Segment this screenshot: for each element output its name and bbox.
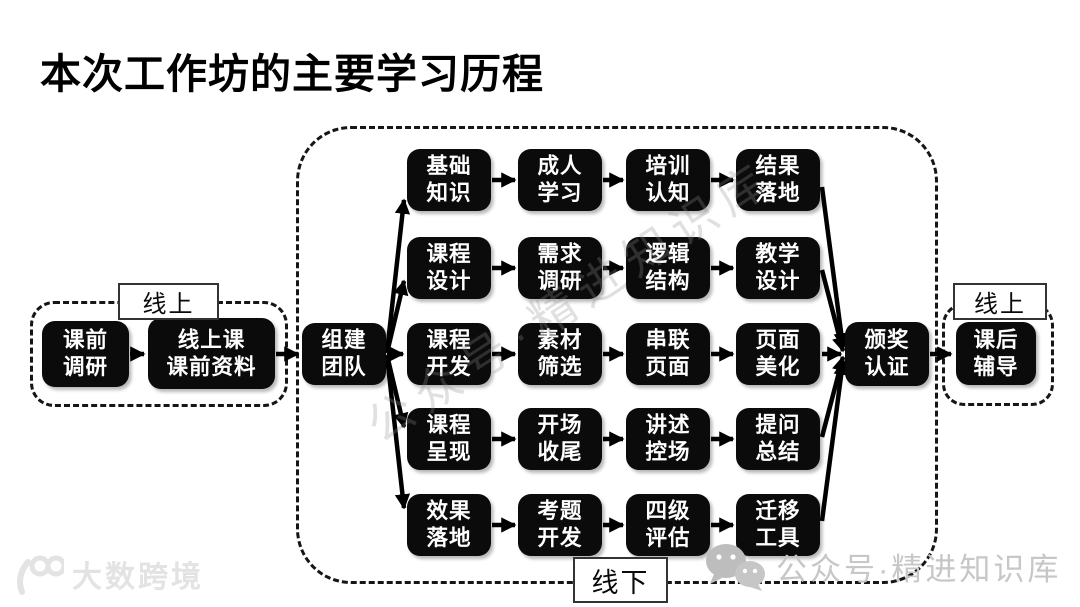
node-line: 开发 — [537, 526, 583, 550]
node-line: 教学 — [755, 242, 801, 267]
node-line: 培训 — [645, 154, 691, 179]
node-effect-landing: 效果 落地 — [407, 494, 491, 556]
node-line: 组建 — [321, 328, 367, 353]
node-line: 开场 — [537, 413, 583, 438]
node-line: 考题 — [537, 499, 583, 524]
node-line: 开发 — [426, 355, 472, 379]
node-line: 提问 — [755, 413, 801, 438]
node-line: 调研 — [62, 355, 108, 379]
node-line: 总结 — [755, 440, 801, 464]
node-instructional-design: 教学 设计 — [736, 237, 820, 299]
node-line: 效果 — [426, 499, 472, 524]
node-line: 筛选 — [537, 355, 583, 379]
node-line: 美化 — [755, 355, 801, 379]
node-line: 页面 — [755, 328, 801, 353]
node-narration-control: 讲述 控场 — [626, 408, 710, 470]
node-line: 课程 — [426, 328, 472, 353]
node-line: 课前 — [62, 328, 108, 353]
node-basic-knowledge: 基础 知识 — [407, 149, 491, 211]
node-line: 颁奖 — [864, 328, 910, 353]
node-line: 页面 — [645, 355, 691, 379]
node-line: 认证 — [864, 355, 910, 379]
node-page-linking: 串联 页面 — [626, 323, 710, 385]
node-logic-structure: 逻辑 结构 — [626, 237, 710, 299]
node-questioning-summary: 提问 总结 — [736, 408, 820, 470]
node-line: 落地 — [755, 181, 801, 205]
node-training-cognition: 培训 认知 — [626, 149, 710, 211]
node-line: 呈现 — [426, 440, 472, 464]
node-after-class-tutoring: 课后 辅导 — [956, 322, 1036, 385]
stage-label-offline-bottom: 线下 — [573, 557, 668, 603]
node-four-level-evaluation: 四级 评估 — [626, 494, 710, 556]
node-pre-class-survey: 课前 调研 — [42, 321, 129, 387]
node-test-question-development: 考题 开发 — [518, 494, 602, 556]
node-line: 调研 — [537, 269, 583, 293]
node-line: 课程 — [426, 413, 472, 438]
node-opening-closing: 开场 收尾 — [518, 408, 602, 470]
node-line: 学习 — [537, 181, 583, 205]
stage-label-online-left: 线上 — [118, 283, 219, 320]
node-material-screening: 素材 筛选 — [518, 323, 602, 385]
brand-100-logo-icon — [17, 555, 64, 595]
node-award-certification: 颁奖 认证 — [845, 322, 929, 386]
page-title: 本次工作坊的主要学习历程 — [40, 51, 544, 97]
node-line: 工具 — [755, 526, 801, 550]
wechat-account-text: 公众号·精进知识库 — [776, 551, 1062, 587]
node-results-landing: 结果 落地 — [736, 149, 820, 211]
node-line: 设计 — [755, 269, 801, 293]
brand-watermark-text: 大数跨境 — [72, 561, 204, 594]
node-line: 知识 — [426, 181, 472, 205]
node-line: 课后 — [973, 327, 1019, 352]
node-line: 落地 — [426, 526, 472, 550]
node-demand-research: 需求 调研 — [518, 237, 602, 299]
arrow-converge-row2 — [819, 269, 847, 353]
arrow-fanout-row1 — [384, 198, 411, 353]
arrow-fanout-row2 — [384, 279, 409, 354]
wechat-icon — [706, 544, 765, 591]
stage-label-online-right: 线上 — [953, 283, 1047, 320]
node-course-presentation: 课程 呈现 — [407, 408, 491, 470]
node-line: 结构 — [645, 269, 691, 293]
node-online-class-materials: 线上课 课前资料 — [148, 318, 275, 389]
node-line: 迁移 — [755, 499, 801, 524]
node-team-building: 组建 团队 — [302, 323, 386, 385]
node-line: 团队 — [321, 355, 367, 379]
wechat-account-watermark: 公众号·精进知识库 — [700, 540, 1061, 592]
brand-watermark: 大数跨境 — [12, 552, 204, 596]
node-line: 结果 — [755, 154, 801, 179]
node-line: 课前资料 — [166, 354, 257, 379]
node-line: 控场 — [645, 440, 691, 464]
node-transfer-tools: 迁移 工具 — [736, 494, 820, 556]
node-line: 辅导 — [973, 354, 1019, 379]
node-line: 基础 — [426, 154, 472, 179]
node-line: 讲述 — [645, 413, 691, 438]
node-course-development: 课程 开发 — [407, 323, 491, 385]
node-line: 四级 — [645, 499, 691, 524]
node-line: 需求 — [537, 242, 583, 267]
node-line: 评估 — [645, 526, 691, 550]
node-line: 认知 — [645, 181, 691, 205]
node-page-beautification: 页面 美化 — [736, 323, 820, 385]
node-line: 素材 — [537, 328, 583, 353]
node-line: 成人 — [537, 154, 583, 179]
node-line: 设计 — [426, 269, 472, 293]
node-course-design: 课程 设计 — [407, 237, 491, 299]
node-line: 串联 — [645, 328, 691, 353]
arrow-converge-row1 — [819, 186, 849, 349]
node-line: 线上课 — [177, 327, 246, 352]
node-line: 课程 — [426, 242, 472, 267]
arrow-fanout-row5 — [384, 355, 411, 510]
node-adult-learning: 成人 学习 — [518, 149, 602, 211]
arrow-converge-row5 — [819, 359, 849, 522]
node-line: 收尾 — [537, 440, 583, 464]
node-line: 逻辑 — [645, 242, 691, 267]
